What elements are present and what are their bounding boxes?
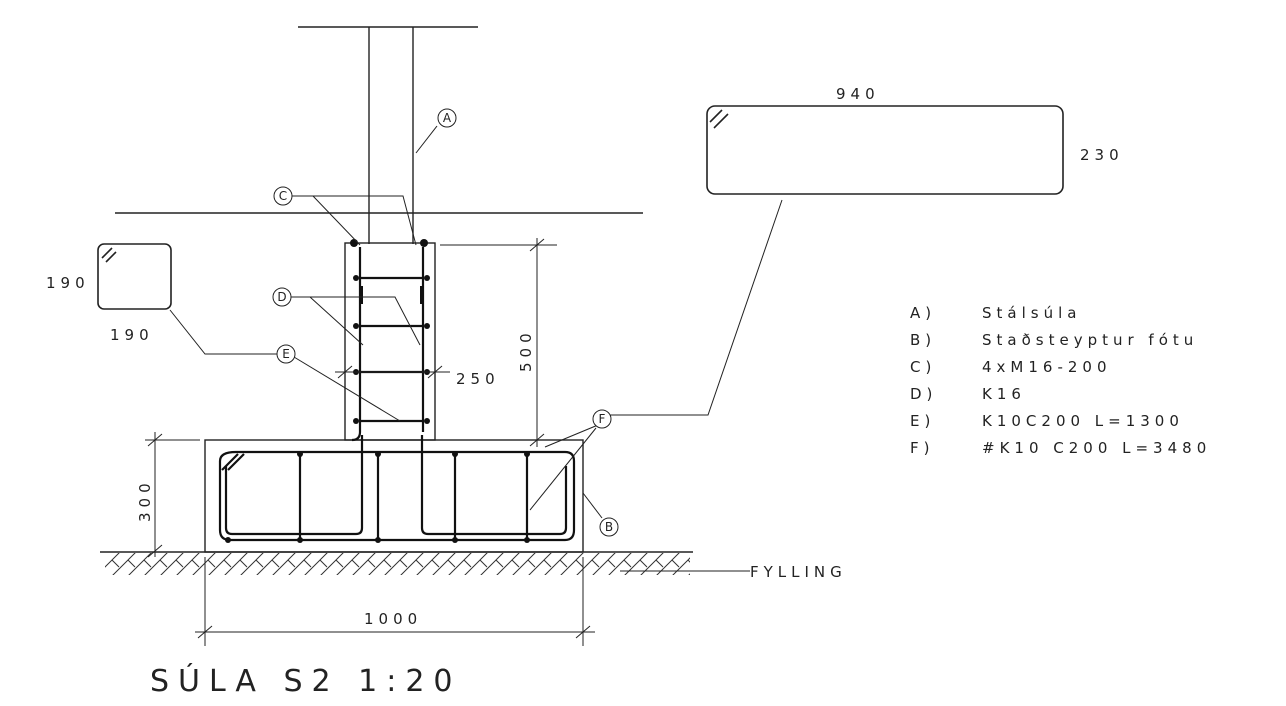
legend-text-a: Stálsúla <box>982 304 1081 322</box>
dim-stirrup-height: 190 <box>110 326 154 344</box>
callout-a: A <box>443 111 452 125</box>
callout-c: C <box>279 189 287 203</box>
legend-key-d: D) <box>910 385 937 403</box>
stirrup-bar <box>351 247 362 442</box>
fill-hatching <box>105 553 690 575</box>
legend-key-e: E) <box>910 412 935 430</box>
dim-pedestal-height: 500 <box>517 328 535 372</box>
footing-mesh-bar <box>218 450 576 542</box>
dim-stirrup-width: 190 <box>46 274 90 292</box>
callout-f: F <box>599 412 606 426</box>
reinforcement <box>218 247 576 542</box>
dim-footing-width: 1000 <box>364 610 422 628</box>
ground-label: FYLLING <box>750 563 847 581</box>
dim-footing-height: 300 <box>136 478 154 522</box>
anchor-bar <box>224 435 364 536</box>
steel-column <box>368 27 414 244</box>
legend-text-e: K10C200 L=1300 <box>982 412 1184 430</box>
callout-e: E <box>282 347 290 361</box>
callout-d: D <box>277 290 286 304</box>
anchor-bar <box>420 435 568 536</box>
drawing-title: SÚLA S2 1:20 <box>150 662 462 699</box>
legend: A) Stálsúla B) Staðsteyptur fótu C) 4xM1… <box>910 304 1211 457</box>
legend-key-c: C) <box>910 358 936 376</box>
legend-text-b: Staðsteyptur fótu <box>982 331 1198 349</box>
dim-pedestal-width: 250 <box>456 370 500 388</box>
legend-key-b: B) <box>910 331 936 349</box>
legend-key-f: F) <box>910 439 934 457</box>
legend-text-d: K16 <box>982 385 1026 403</box>
leader-lines <box>169 125 783 572</box>
legend-key-a: A) <box>910 304 936 322</box>
dim-bar-length: 940 <box>836 85 880 103</box>
legend-text-c: 4xM16-200 <box>982 358 1112 376</box>
dim-bar-height: 230 <box>1080 146 1124 164</box>
callout-b: B <box>605 520 613 534</box>
bar-detail <box>706 105 1064 195</box>
dimension-lines <box>145 238 595 646</box>
bar-dots <box>225 239 530 543</box>
legend-text-f: #K10 C200 L=3480 <box>982 439 1211 457</box>
stirrup-detail <box>97 243 172 310</box>
